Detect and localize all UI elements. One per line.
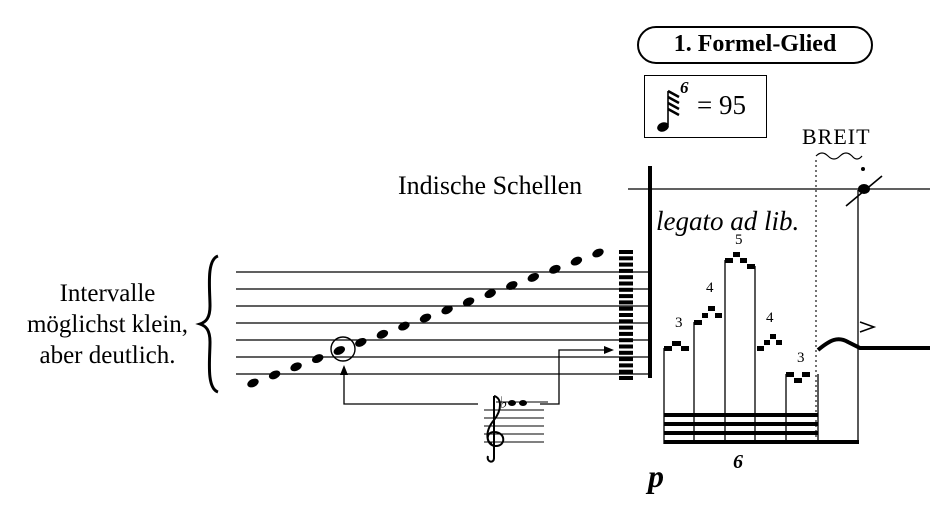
- breit-wavy-bracket-icon: [815, 152, 863, 160]
- note-slash: [845, 175, 883, 207]
- ascending-note-dots: [247, 248, 604, 388]
- note-dot: [247, 378, 259, 388]
- accent-icon: [859, 321, 877, 333]
- note-dot: [376, 329, 389, 339]
- treble-note-1: [508, 400, 516, 406]
- note-dot: [484, 289, 496, 299]
- note-dot: [592, 248, 604, 258]
- cluster-dash: [619, 313, 633, 317]
- note-dot: [570, 256, 583, 266]
- instruction-line-3: aber deutlich.: [39, 342, 176, 369]
- circled-note-ring: [330, 336, 356, 362]
- dynamic-marking: p: [648, 458, 664, 494]
- cluster-dash: [619, 376, 633, 380]
- note-dot: [398, 321, 410, 331]
- arrowhead-right-icon: [604, 346, 614, 354]
- group-number-3: 5: [735, 232, 743, 248]
- sixty-fourth-note-icon: [657, 89, 680, 132]
- section-heading: 1. Formel-Glied: [637, 26, 873, 64]
- beams: [664, 413, 859, 444]
- tempo-exponent: 6: [680, 78, 689, 97]
- cluster-dash: [619, 294, 633, 299]
- cluster-dash: [619, 363, 633, 368]
- group-number-2: 4: [706, 280, 714, 296]
- cluster-dash: [619, 344, 633, 349]
- staff-lines: [236, 271, 650, 375]
- cluster-dash: [619, 338, 633, 343]
- instruction-line-2: möglichst klein,: [26, 311, 189, 338]
- instruction-line-1: Intervalle: [59, 280, 156, 307]
- note-dot: [527, 272, 539, 282]
- group-number-1: 3: [675, 315, 683, 331]
- treble-note-2: [519, 400, 527, 406]
- group-number-5: 3: [797, 350, 805, 366]
- cluster-dash: [619, 262, 633, 267]
- note-dot: [355, 337, 367, 347]
- barline: [648, 166, 652, 378]
- cluster-dash: [619, 300, 633, 305]
- cluster-dash: [619, 281, 633, 286]
- interval-instruction: Intervalle möglichst klein, aber deutlic…: [10, 278, 205, 371]
- sustained-note-curve: [816, 337, 930, 352]
- treble-clef-icon: [486, 395, 505, 463]
- cluster-dash: [619, 325, 633, 330]
- group-number-4: 4: [766, 310, 774, 326]
- note-dot: [312, 354, 324, 364]
- arrow-to-circled-note: [343, 372, 478, 405]
- cluster-dash: [619, 306, 633, 311]
- note-dot: [506, 281, 518, 290]
- cluster-dash: [619, 319, 633, 324]
- note-dot: [419, 313, 432, 323]
- expression-text: legato ad lib.: [656, 206, 800, 236]
- tuplet-number: 6: [733, 451, 743, 473]
- brace-icon: [195, 254, 219, 394]
- note-dot: [333, 346, 345, 355]
- note-dot: [462, 297, 475, 307]
- cluster-dash: [619, 287, 633, 292]
- staccato-dot-icon: [861, 167, 865, 171]
- cluster-dash: [619, 350, 633, 355]
- cluster-dash: [619, 369, 633, 374]
- cluster-dash: [619, 357, 633, 362]
- cluster-dash: [619, 275, 633, 280]
- instrument-label: Indische Schellen: [398, 171, 583, 200]
- flat-sign-icon: ♭: [500, 393, 508, 412]
- cluster-dash: [619, 331, 633, 336]
- breit-label: BREIT: [802, 124, 871, 149]
- tempo-value: = 95: [697, 90, 746, 120]
- cluster-dash: [619, 256, 633, 261]
- note-groups: [664, 252, 810, 383]
- note-dot: [268, 370, 281, 380]
- cluster-dash: [619, 250, 633, 254]
- arrowhead-up-icon: [340, 365, 348, 375]
- cluster-dash: [619, 268, 633, 273]
- arrow-to-cluster: [540, 349, 606, 405]
- percussion-note: [858, 184, 870, 194]
- note-dot: [290, 362, 302, 372]
- tempo-box: 6 = 95: [644, 75, 767, 138]
- note-cluster: [619, 250, 633, 380]
- note-dot: [549, 264, 561, 274]
- note-dot: [441, 305, 453, 315]
